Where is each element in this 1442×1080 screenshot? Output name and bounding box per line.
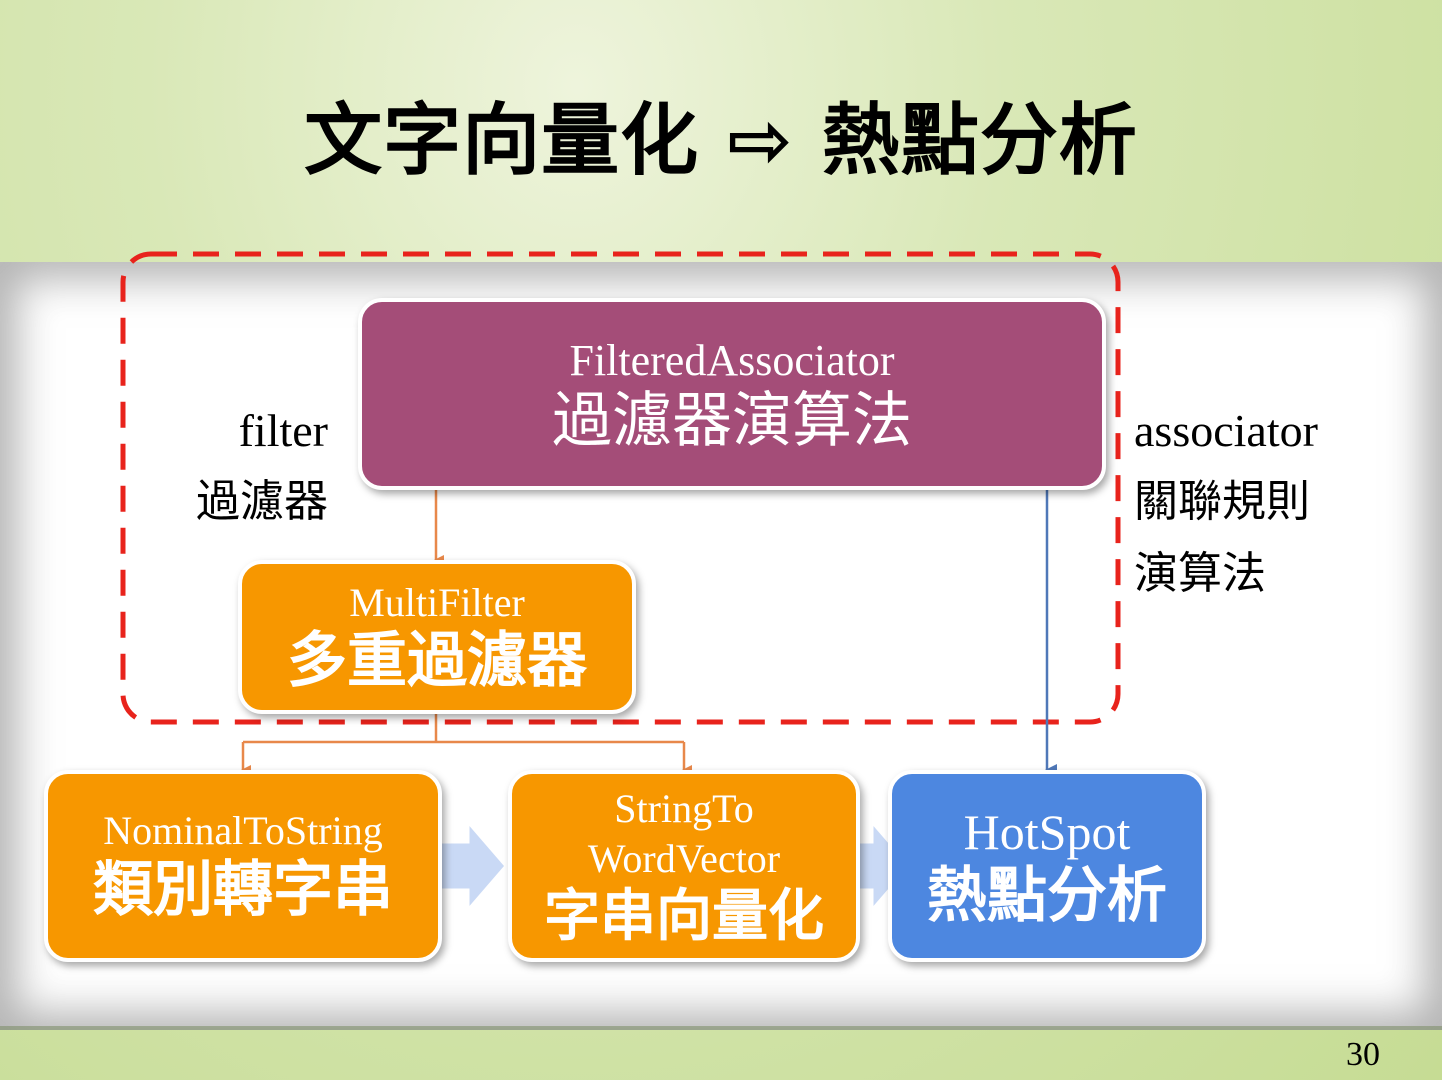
nominaltostring-node[interactable]: NominalToString 類別轉字串	[44, 770, 442, 962]
hotspot-node[interactable]: HotSpot 熱點分析	[888, 770, 1206, 962]
multifilter-node[interactable]: MultiFilter 多重過濾器	[238, 560, 636, 714]
stringtowordvector-node[interactable]: StringTo WordVector 字串向量化	[508, 770, 860, 962]
filtered-associator-node[interactable]: FilteredAssociator 過濾器演算法	[358, 298, 1106, 490]
stringtowordvector-en-line2: WordVector	[587, 836, 781, 881]
filter-label: filter 過濾器	[180, 404, 328, 529]
multifilter-zh: 多重過濾器	[287, 626, 587, 696]
page-number: 30	[1346, 1036, 1380, 1073]
filtered-associator-group-border	[120, 251, 1121, 725]
associator-label-en: associator	[1134, 405, 1318, 456]
multifilter-en: MultiFilter	[349, 580, 525, 625]
hotspot-zh: 熱點分析	[927, 861, 1167, 931]
filtered-associator-zh: 過濾器演算法	[552, 386, 912, 456]
stringtowordvector-zh: 字串向量化	[544, 884, 824, 949]
associator-label: associator 關聯規則 演算法	[1134, 404, 1318, 601]
nominaltostring-zh: 類別轉字串	[93, 855, 393, 925]
filter-label-zh: 過濾器	[196, 476, 328, 527]
stringtowordvector-en-line1: StringTo	[614, 786, 754, 831]
nominaltostring-en: NominalToString	[103, 808, 383, 853]
associator-label-zh-line1: 關聯規則	[1134, 476, 1310, 527]
footer-divider	[0, 1026, 1442, 1030]
associator-label-zh-line2: 演算法	[1134, 548, 1266, 599]
hotspot-en: HotSpot	[963, 804, 1131, 860]
slide-title: 文字向量化 ⇨ 熱點分析	[304, 96, 1138, 186]
filtered-associator-en: FilteredAssociator	[569, 336, 895, 385]
filter-label-en: filter	[238, 405, 328, 456]
